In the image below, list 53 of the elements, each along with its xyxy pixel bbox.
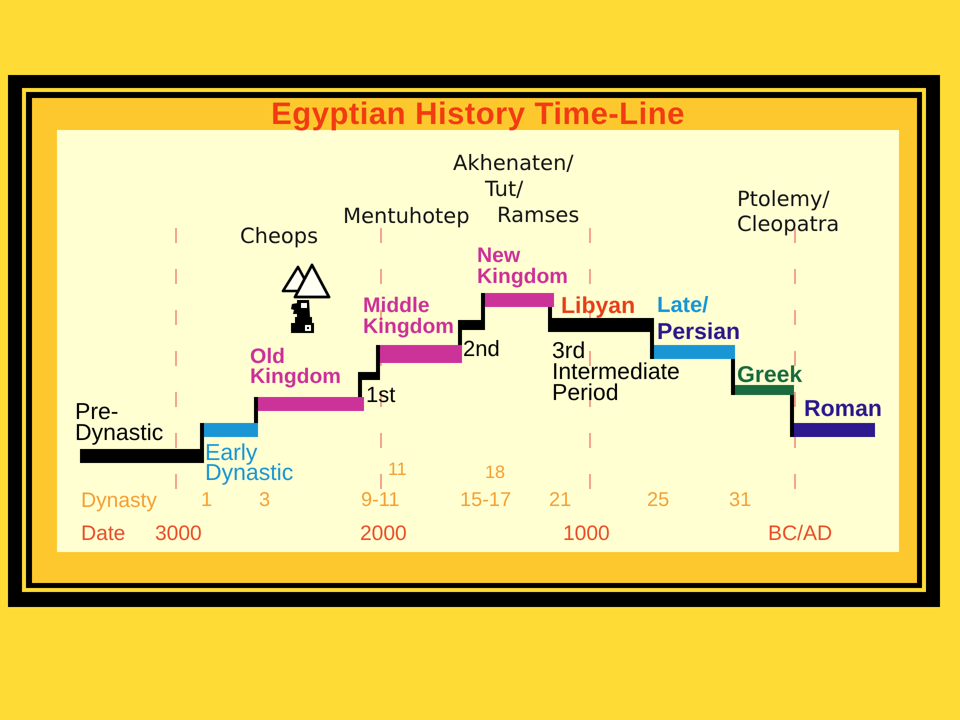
step-line — [358, 380, 362, 397]
step-line — [790, 395, 794, 423]
step-line — [458, 330, 462, 345]
date-label: BC/AD — [768, 521, 832, 546]
diagram-title: Egyptian History Time-Line — [271, 96, 685, 132]
period-label: Roman — [804, 396, 882, 421]
step-line — [376, 363, 380, 372]
period-label: Greek — [737, 362, 802, 387]
period-label: Middle Kingdom — [363, 295, 455, 337]
ruler-name: Mentuhotep — [343, 204, 470, 229]
period-bar — [481, 293, 554, 307]
period-bar — [458, 320, 485, 330]
dynasty-number: 1 — [201, 488, 212, 512]
dynasty-number: 3 — [259, 488, 270, 512]
period-bar — [731, 385, 794, 395]
period-label: 1st — [366, 383, 396, 407]
dynasty-number: 25 — [647, 488, 670, 512]
row-heading: Date — [81, 521, 126, 546]
dynasty-number: 11 — [388, 458, 407, 480]
period-bar — [548, 318, 654, 332]
step-line — [481, 307, 485, 320]
step-line — [650, 332, 654, 345]
dynasty-number: 21 — [549, 488, 572, 512]
step-line — [200, 437, 204, 449]
row-heading: Dynasty — [81, 488, 157, 513]
date-label: 2000 — [360, 521, 407, 546]
period-label: Libyan — [561, 293, 636, 318]
ruler-name: Tut/ — [485, 177, 524, 202]
step-line — [254, 411, 258, 423]
ruler-name: Ramses — [497, 203, 580, 228]
period-bar — [376, 345, 462, 363]
dynasty-number: 18 — [485, 461, 506, 483]
period-bar — [358, 372, 380, 380]
period-bar — [200, 423, 258, 437]
dynasty-number: 9-11 — [361, 488, 400, 512]
period-label: Pre-Dynastic — [75, 401, 164, 443]
ruler-name: Ptolemy/ Cleopatra — [737, 187, 840, 237]
period-bar — [80, 449, 204, 463]
ruler-name: Akhenaten/ — [453, 151, 574, 176]
period-label: Old Kingdom — [250, 347, 342, 387]
step-line — [731, 359, 735, 385]
ruler-name: Cheops — [240, 224, 318, 249]
step-line — [548, 307, 552, 318]
period-bar — [650, 345, 735, 359]
period-label: New Kingdom — [477, 245, 569, 287]
date-label: 3000 — [155, 521, 202, 546]
period-bar — [254, 397, 364, 411]
dynasty-number: 15-17 — [460, 488, 512, 512]
dynasty-number: 31 — [729, 488, 752, 512]
period-label: 2nd — [463, 337, 500, 361]
period-label: Late/ — [657, 292, 708, 317]
date-label: 1000 — [563, 521, 610, 546]
period-bar — [790, 423, 875, 437]
